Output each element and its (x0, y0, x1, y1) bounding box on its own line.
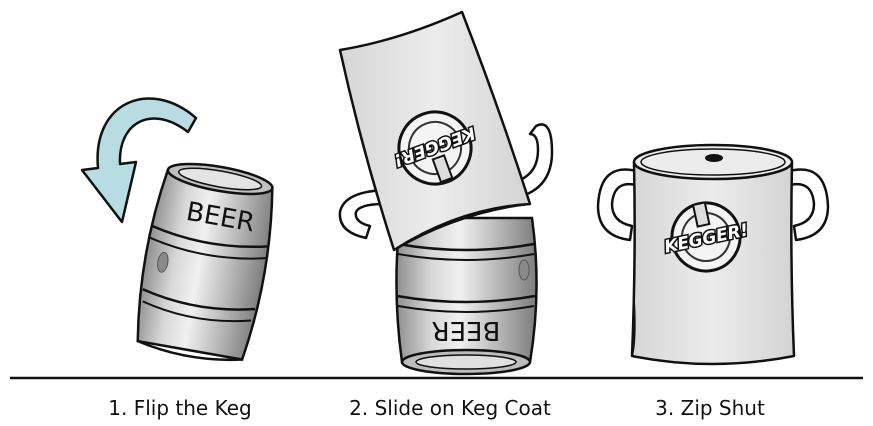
step-1-label: Flip the Keg (134, 396, 252, 420)
upside-down-keg: BEER (396, 218, 536, 374)
step-2-caption: 2. Slide on Keg Coat (335, 396, 565, 420)
keg-coat-sliding: KEGGER! (340, 12, 552, 250)
keg-beer-label-upside-down: BEER (432, 315, 501, 345)
tilted-keg: BEER (130, 157, 282, 367)
step-1-number: 1. (108, 396, 127, 420)
step-2-label: Slide on Keg Coat (375, 396, 551, 420)
step-1-caption: 1. Flip the Keg (70, 396, 290, 420)
zipped-keg-coat: KEGGER! (598, 145, 828, 364)
step-3-caption: 3. Zip Shut (615, 396, 805, 420)
step-3-label: Zip Shut (681, 396, 765, 420)
step-2-number: 2. (349, 396, 368, 420)
step-3-number: 3. (655, 396, 674, 420)
